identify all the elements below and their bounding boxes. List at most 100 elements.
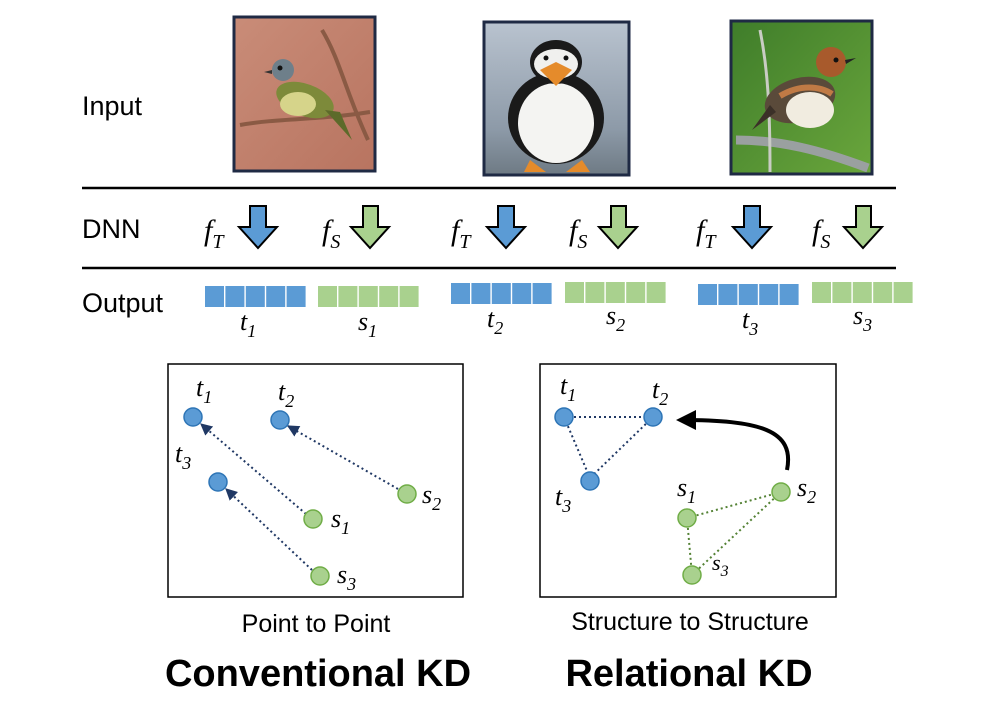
- embedding-cell: [565, 282, 584, 303]
- node-s1: [303, 509, 323, 529]
- embedding-cell: [266, 286, 286, 307]
- embedding-bar-s1: [318, 286, 419, 307]
- caption-point-to-point: Point to Point: [242, 610, 391, 638]
- output-label-s1: s1: [358, 307, 377, 341]
- student-function-label-2: fS: [569, 214, 587, 253]
- output-label-t1: t1: [240, 307, 256, 341]
- student-function-label-1: fS: [322, 214, 340, 253]
- embedding-bar-t2: [451, 283, 552, 304]
- teacher-function-label-2: fT: [451, 214, 472, 253]
- node-label-t3: t3: [555, 482, 571, 516]
- down-arrow-icon: [730, 205, 774, 250]
- embedding-cell: [812, 282, 831, 303]
- dotted-arrow-s2-t2: [286, 425, 399, 490]
- embedding-cell: [646, 282, 666, 303]
- panel-conventional-kd: t1 t2 t3 s1 s2 s3: [167, 363, 464, 598]
- embedding-cell: [379, 286, 399, 307]
- caption-structure-to-structure: Structure to Structure: [571, 608, 809, 636]
- curved-arrow-icon: [676, 410, 791, 471]
- output-embeddings: [205, 282, 913, 307]
- node-label-s1: s1: [331, 504, 350, 538]
- embedding-cell: [832, 282, 852, 303]
- embedding-cell: [245, 286, 265, 307]
- embedding-cell: [512, 283, 532, 304]
- row-label-input: Input: [82, 91, 143, 121]
- node-label-t1: t1: [560, 371, 576, 405]
- relation-edge-s1-s2: [686, 491, 782, 519]
- embedding-cell: [225, 286, 245, 307]
- down-arrow-icon: [596, 205, 640, 250]
- embedding-cell: [738, 284, 758, 305]
- panel-relational-kd: t1 t2 t3 s1 s2 s3: [539, 363, 837, 598]
- embedding-cell: [491, 283, 511, 304]
- dotted-arrow-s1-t1: [200, 423, 307, 515]
- node-s2: [397, 484, 417, 504]
- embedding-cell: [852, 282, 872, 303]
- down-arrow-icon: [236, 205, 280, 250]
- node-label-s3: s3: [712, 550, 729, 580]
- node-t2: [270, 410, 290, 430]
- embedding-cell: [338, 286, 358, 307]
- node-t1: [183, 407, 203, 427]
- dnn-group-3: fT fS: [696, 205, 885, 253]
- embedding-cell: [471, 283, 491, 304]
- node-s3: [682, 565, 702, 585]
- bird-photo-puffin: [482, 20, 631, 177]
- embedding-bar-s3: [812, 282, 913, 303]
- embedding-cell: [532, 283, 552, 304]
- node-label-s2: s2: [797, 473, 816, 507]
- node-label-t2: t2: [652, 375, 668, 409]
- down-arrow-icon: [484, 205, 528, 250]
- embedding-bar-t3: [698, 284, 799, 305]
- node-s2: [771, 482, 791, 502]
- embedding-cell: [779, 284, 799, 305]
- embedding-bar-s2: [565, 282, 666, 303]
- node-label-t1: t1: [196, 373, 212, 407]
- embedding-cell: [399, 286, 419, 307]
- embedding-bar-t1: [205, 286, 306, 307]
- node-label-t2: t2: [278, 377, 294, 411]
- node-label-s2: s2: [422, 480, 441, 514]
- embedding-cell: [318, 286, 337, 307]
- title-relational-kd: Relational KD: [565, 653, 812, 695]
- dnn-group-1: fT fS: [204, 205, 392, 253]
- down-arrow-icon: [348, 205, 392, 250]
- student-function-label-3: fS: [812, 214, 830, 253]
- embedding-cell: [205, 286, 224, 307]
- down-arrow-icon: [841, 205, 885, 250]
- embedding-cell: [605, 282, 625, 303]
- embedding-cell: [759, 284, 779, 305]
- node-label-t3: t3: [175, 439, 191, 473]
- output-label-t2: t2: [487, 304, 503, 338]
- node-t1: [554, 407, 574, 427]
- embedding-cell: [893, 282, 913, 303]
- node-t3: [208, 472, 228, 492]
- row-label-dnn: DNN: [82, 214, 141, 244]
- output-label-s3: s3: [853, 301, 872, 335]
- embedding-cell: [585, 282, 605, 303]
- output-label-s2: s2: [606, 301, 625, 335]
- dnn-group-2: fT fS: [451, 205, 640, 253]
- node-t3: [580, 471, 600, 491]
- node-label-s3: s3: [337, 560, 356, 594]
- title-conventional-kd: Conventional KD: [165, 653, 471, 695]
- embedding-cell: [358, 286, 378, 307]
- embedding-cell: [626, 282, 646, 303]
- embedding-cell: [286, 286, 306, 307]
- embedding-cell: [698, 284, 717, 305]
- relation-edge-s2-s3: [691, 491, 782, 576]
- embedding-cell: [451, 283, 470, 304]
- bird-photo-warbler: [729, 19, 874, 176]
- node-s1: [677, 508, 697, 528]
- relation-edge-t1-t3: [563, 416, 591, 479]
- teacher-function-label-3: fT: [696, 214, 717, 253]
- output-label-t3: t3: [742, 305, 758, 339]
- embedding-cell: [873, 282, 893, 303]
- node-s3: [310, 566, 330, 586]
- node-label-s1: s1: [677, 473, 696, 507]
- embedding-cell: [718, 284, 738, 305]
- bird-photo-vireo: [232, 15, 377, 173]
- teacher-function-label-1: fT: [204, 214, 225, 253]
- node-t2: [643, 407, 663, 427]
